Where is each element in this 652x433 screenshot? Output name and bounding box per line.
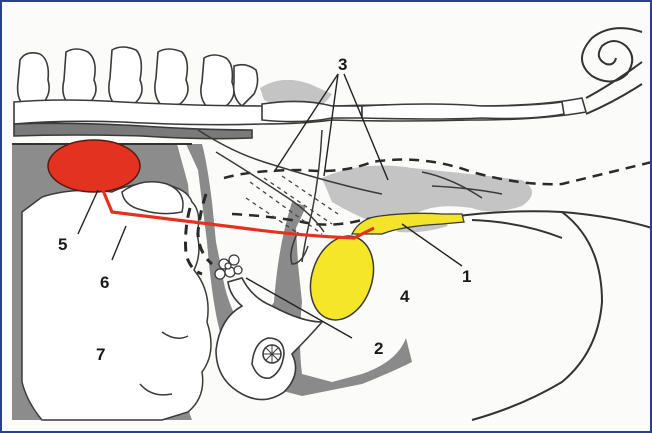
label-6: 6 [100, 273, 109, 292]
tail-outline [582, 28, 642, 114]
label-4: 4 [400, 287, 410, 306]
yellow-organ [300, 213, 464, 328]
label-5: 5 [58, 235, 67, 254]
label-2: 2 [374, 339, 383, 358]
label-7: 7 [96, 345, 105, 364]
label-3: 3 [338, 55, 347, 74]
intestines [22, 182, 211, 420]
label-1: 1 [462, 267, 471, 286]
